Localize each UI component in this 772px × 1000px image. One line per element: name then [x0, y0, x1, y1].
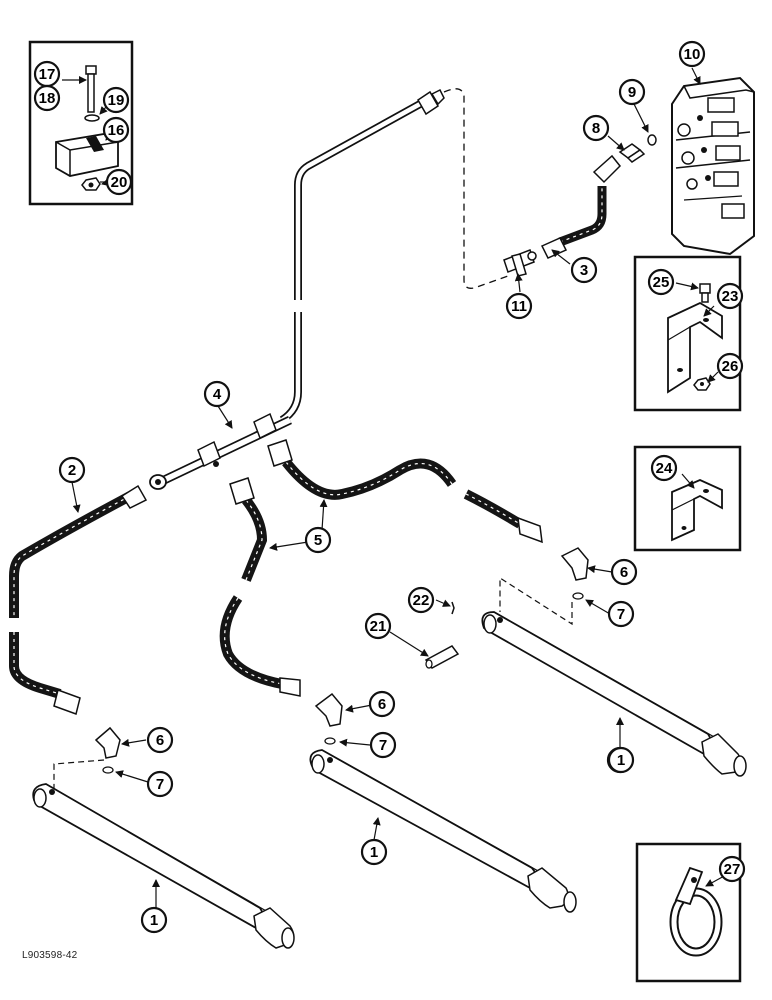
hose-5-middle	[219, 477, 301, 697]
hose-5-right	[267, 439, 543, 544]
callout-4: 4	[203, 380, 231, 408]
callout-6: 6	[146, 726, 174, 754]
cylinder-middle	[309, 749, 577, 913]
cylinder-right	[481, 611, 747, 777]
callout-label: 24	[656, 460, 673, 477]
callout-label: 8	[592, 120, 600, 137]
callout-6: 6	[368, 690, 396, 718]
elbow-left	[94, 726, 121, 774]
callout-1: 1	[360, 838, 388, 866]
callout-7: 7	[607, 600, 635, 628]
callout-9: 9	[618, 78, 646, 106]
callout-label: 11	[511, 298, 527, 315]
hose-3	[540, 154, 622, 259]
callout-1: 1	[607, 746, 635, 774]
callout-label: 22	[413, 592, 430, 609]
cylinder-left	[32, 783, 295, 949]
callout-5: 5	[304, 526, 332, 554]
callout-label: 2	[68, 462, 76, 479]
callout-16: 16	[102, 116, 130, 144]
callout-22: 22	[407, 586, 435, 614]
steel-tube	[279, 88, 445, 424]
callout-17: 17	[33, 60, 61, 88]
callout-label: 16	[108, 122, 125, 139]
callout-label: 10	[684, 46, 701, 63]
callout-10: 10	[678, 40, 706, 68]
callout-21: 21	[364, 612, 392, 640]
dashed-left-link	[53, 759, 105, 796]
callout-26: 26	[716, 352, 744, 380]
callout-8: 8	[582, 114, 610, 142]
callout-1: 1	[140, 906, 168, 934]
callout-label: 21	[370, 618, 387, 635]
pin-21	[424, 645, 460, 669]
tee-fitting-11	[503, 249, 537, 277]
callout-label: 20	[111, 174, 128, 191]
callout-label: 25	[653, 274, 670, 291]
callout-7: 7	[146, 770, 174, 798]
callout-3: 3	[570, 256, 598, 284]
callout-label: 7	[617, 606, 625, 623]
elbow-right	[560, 547, 589, 600]
callout-label: 1	[150, 912, 158, 929]
callout-label: 1	[370, 844, 378, 861]
callout-label: 7	[156, 776, 164, 793]
callout-19: 19	[102, 86, 130, 114]
callout-label: 9	[628, 84, 636, 101]
figure-id: L903598-42	[22, 950, 78, 961]
callout-label: 7	[379, 737, 387, 754]
callout-label: 26	[722, 358, 739, 375]
manifold-tube-4	[149, 412, 292, 490]
clip-22	[451, 601, 455, 615]
fitting-8	[618, 143, 646, 163]
callout-24: 24	[650, 454, 678, 482]
o-ring-9	[647, 134, 657, 146]
callout-27: 27	[718, 855, 746, 883]
callout-label: 5	[314, 532, 322, 549]
dashed-tube-link	[443, 88, 509, 289]
callout-23: 23	[716, 282, 744, 310]
dashed-right-link	[499, 576, 573, 626]
callout-label: 6	[620, 564, 628, 581]
callout-label: 6	[156, 732, 164, 749]
callout-6: 6	[610, 558, 638, 586]
callout-7: 7	[369, 731, 397, 759]
control-valve	[671, 76, 755, 256]
callout-layer: 1111234566677789101116171819202122232425…	[33, 40, 746, 934]
callout-label: 3	[580, 262, 588, 279]
callout-11: 11	[505, 292, 533, 320]
leader-lines	[62, 67, 727, 910]
callout-18: 18	[33, 84, 61, 112]
callout-label: 23	[722, 288, 739, 305]
callout-2: 2	[58, 456, 86, 484]
callout-label: 4	[213, 386, 222, 403]
inset-bracket-24	[633, 445, 742, 552]
callout-label: 19	[108, 92, 125, 109]
elbow-middle	[314, 692, 343, 745]
callout-20: 20	[105, 168, 133, 196]
callout-label: 1	[617, 752, 625, 769]
callout-label: 18	[39, 90, 56, 107]
callout-label: 17	[39, 66, 56, 83]
hose-2	[9, 484, 148, 715]
callout-25: 25	[647, 268, 675, 296]
callout-label: 27	[724, 861, 741, 878]
callout-label: 6	[378, 696, 386, 713]
